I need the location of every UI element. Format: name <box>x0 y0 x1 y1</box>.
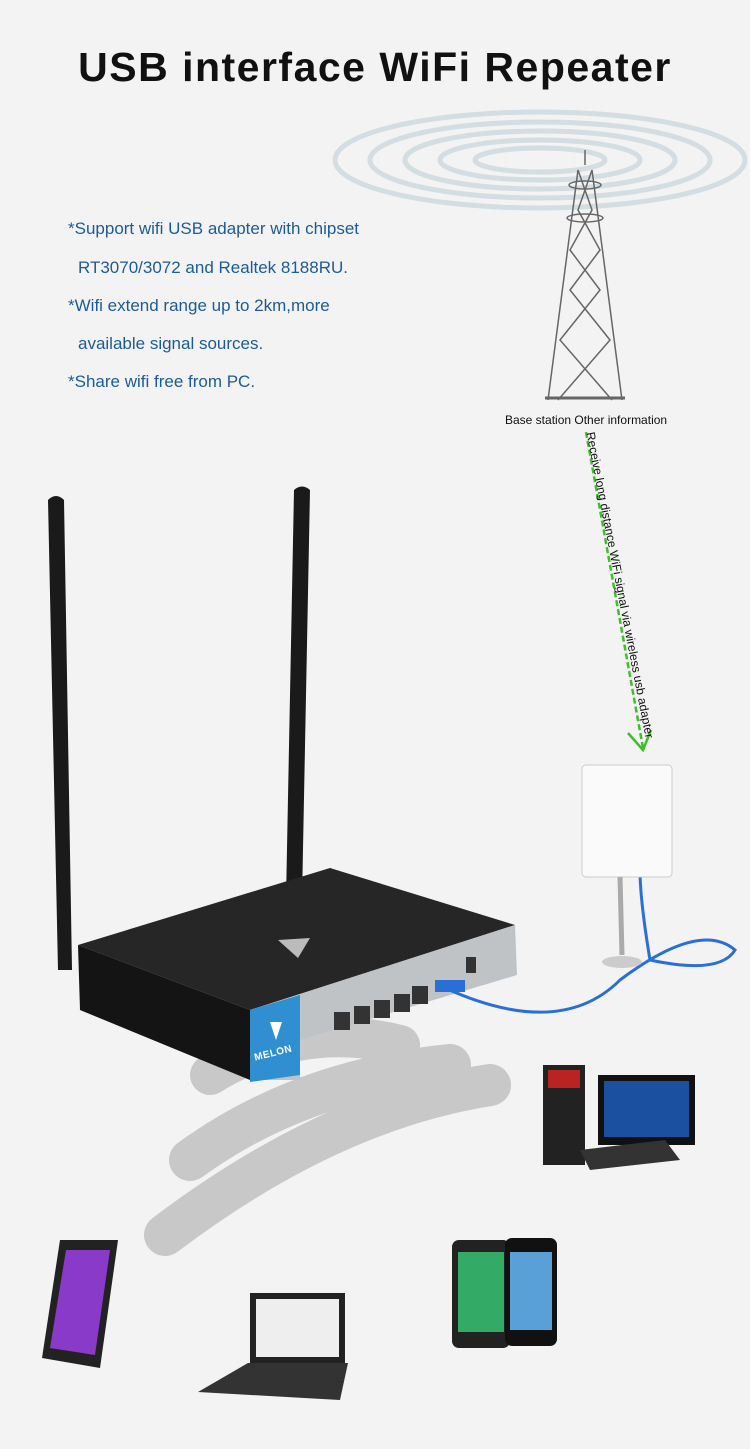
feature-line: *Share wifi free from PC. <box>68 372 256 391</box>
smartphones-icon <box>452 1238 557 1348</box>
router-antennas <box>48 486 310 970</box>
feature-line: *Support wifi USB adapter with chipset <box>68 219 360 238</box>
feature-line: *Wifi extend range up to 2km,more <box>68 296 330 315</box>
feature-line: RT3070/3072 and Realtek 8188RU. <box>78 258 348 277</box>
signal-arrow <box>584 431 653 753</box>
feature-line: available signal sources. <box>78 334 264 353</box>
signal-rings <box>332 109 748 211</box>
laptop-icon <box>198 1293 348 1400</box>
usb-panel-antenna <box>581 764 673 968</box>
router-image <box>78 868 517 1082</box>
tablet-icon <box>42 1240 118 1368</box>
cell-tower-icon <box>545 150 625 401</box>
page-title: USB interface WiFi Repeater <box>78 44 672 90</box>
desktop-computer-icon <box>543 1065 695 1170</box>
usb-cable <box>435 869 737 1014</box>
wifi-waves-icon <box>144 1017 511 1256</box>
tower-caption: Base station Other information <box>505 413 668 427</box>
